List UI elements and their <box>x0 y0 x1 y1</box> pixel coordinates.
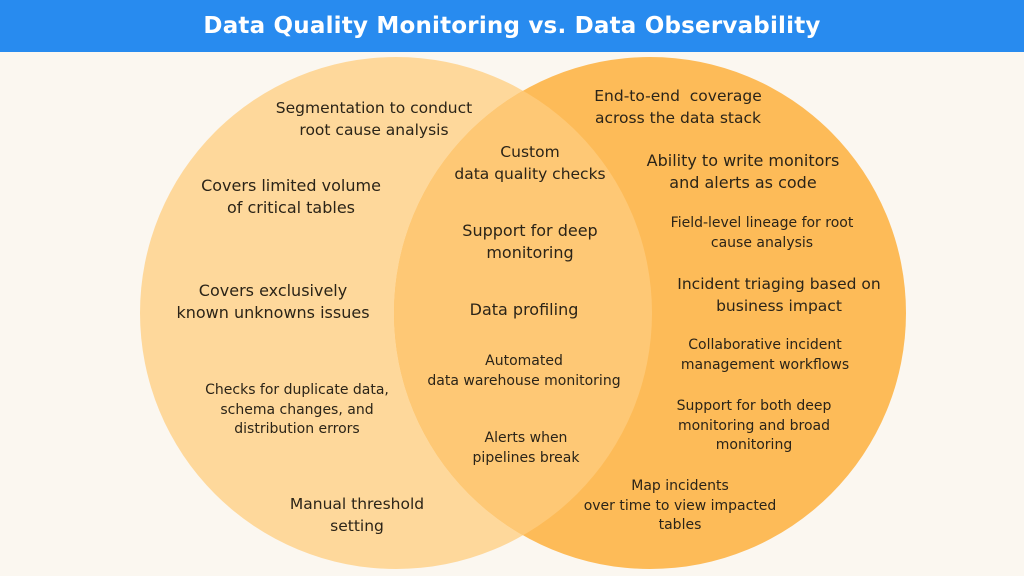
title-banner: Data Quality Monitoring vs. Data Observa… <box>0 0 1024 52</box>
overlap-item: Automated data warehouse monitoring <box>427 353 621 389</box>
left-item: Checks for duplicate data, schema change… <box>205 382 389 438</box>
right-item: Incident triaging based on business impa… <box>677 275 881 315</box>
right-item: Ability to write monitors and alerts as … <box>646 151 840 193</box>
overlap-item: Custom data quality checks <box>454 143 606 183</box>
right-item: Support for both deep monitoring and bro… <box>676 398 832 454</box>
right-item: Field-level lineage for root cause analy… <box>670 215 854 251</box>
right-item: End-to-end coverage across the data stac… <box>594 87 762 127</box>
overlap-item: Data profiling <box>469 300 579 319</box>
page-title: Data Quality Monitoring vs. Data Observa… <box>203 13 821 39</box>
left-item: Covers limited volume of critical tables <box>201 176 381 218</box>
left-item: Covers exclusively known unknowns issues <box>176 281 370 323</box>
overlap-item: Support for deep monitoring <box>462 221 598 263</box>
overlap-region <box>394 57 652 569</box>
left-item: Segmentation to conduct root cause analy… <box>275 99 473 139</box>
overlap-item: Alerts when pipelines break <box>472 430 580 466</box>
right-item: Map incidents over time to view impacted… <box>583 478 777 534</box>
left-item: Manual threshold setting <box>289 495 425 535</box>
right-item: Collaborative incident management workfl… <box>680 337 850 373</box>
